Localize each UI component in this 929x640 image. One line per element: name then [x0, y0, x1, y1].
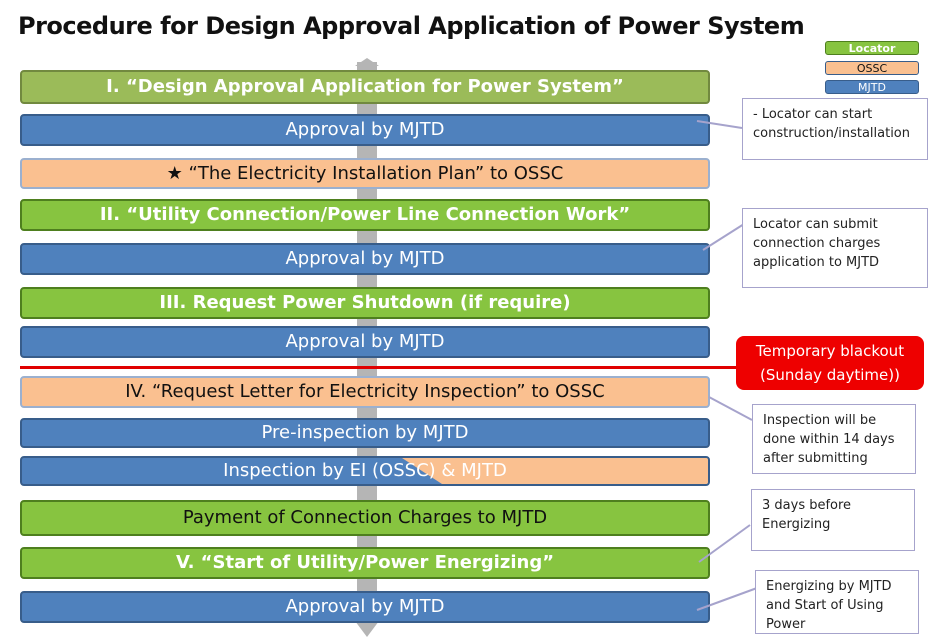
- step-approval-by-mjtd-3: Approval by MJTD: [20, 326, 710, 358]
- legend-ossc: OSSC: [825, 61, 919, 75]
- step-request-power-shutdown: III. Request Power Shutdown (if require): [20, 287, 710, 319]
- step-design-approval-application: I. “Design Approval Application for Powe…: [20, 70, 710, 104]
- step-pre-inspection: Pre-inspection by MJTD: [20, 418, 710, 448]
- step-electricity-installation-plan: ★ “The Electricity Installation Plan” to…: [20, 158, 710, 189]
- page-title: Procedure for Design Approval Applicatio…: [18, 12, 805, 40]
- callout-inspection-timing: Inspection will be done within 14 days a…: [752, 404, 916, 474]
- step-request-inspection-letter: IV. “Request Letter for Electricity Insp…: [20, 376, 710, 408]
- callout-energizing-notice: 3 days before Energizing: [751, 489, 915, 551]
- callout-start-using-power: Energizing by MJTD and Start of Using Po…: [755, 570, 919, 634]
- step-approval-by-mjtd-4: Approval by MJTD: [20, 591, 710, 623]
- step-inspection-by-ei: Inspection by EI (OSSC) & MJTD: [20, 456, 710, 486]
- legend-mjtd: MJTD: [825, 80, 919, 94]
- callout-connection-charges: Locator can submit connection charges ap…: [742, 208, 928, 288]
- step-utility-connection-work: II. “Utility Connection/Power Line Conne…: [20, 199, 710, 231]
- step-approval-by-mjtd-1: Approval by MJTD: [20, 114, 710, 146]
- temporary-blackout-note: Temporary blackout (Sunday daytime)): [736, 336, 924, 390]
- callout-start-construction: - Locator can start construction/install…: [742, 98, 928, 160]
- ossc-shared-portion: [402, 458, 708, 484]
- step-start-energizing: V. “Start of Utility/Power Energizing”: [20, 547, 710, 579]
- step-approval-by-mjtd-2: Approval by MJTD: [20, 243, 710, 275]
- step-payment-connection-charges: Payment of Connection Charges to MJTD: [20, 500, 710, 536]
- legend-locator: Locator: [825, 41, 919, 55]
- blackout-line: [20, 366, 740, 369]
